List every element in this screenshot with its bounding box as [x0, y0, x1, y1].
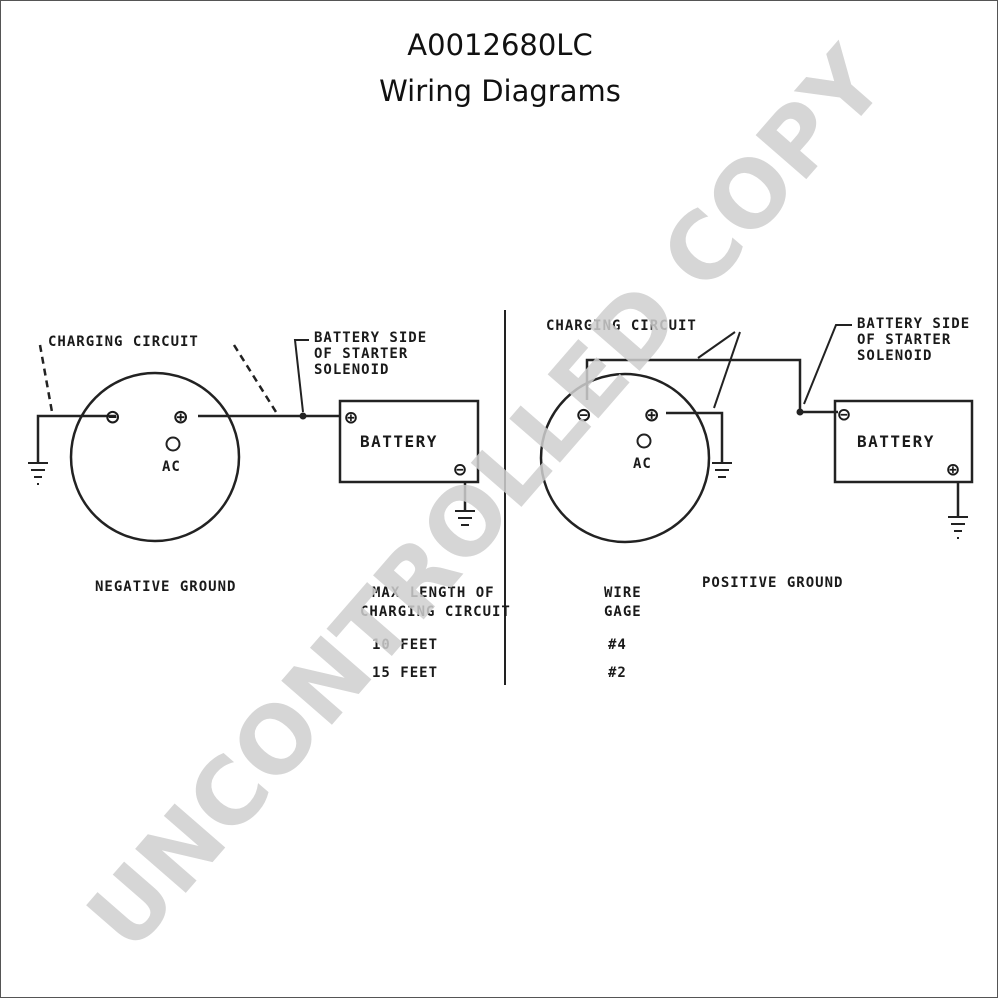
neg-solenoid-label-line2: OF STARTER [314, 346, 408, 362]
table-row-1-length: 10 FEET [372, 637, 438, 653]
page-subtitle: Wiring Diagrams [379, 74, 621, 108]
neg-battery-label: BATTERY [360, 432, 438, 451]
pos-alternator-circle [539, 372, 711, 544]
pos-battery-positive-icon: ⊕ [947, 457, 961, 481]
table-row-2-gage: #2 [608, 665, 627, 681]
neg-solenoid-leader [293, 339, 309, 413]
pos-ac-terminal-icon [636, 433, 652, 449]
neg-alternator-circle [69, 371, 241, 543]
neg-ac-terminal-icon [165, 436, 181, 452]
pos-battery-box [833, 399, 974, 484]
neg-charging-leader-right [232, 344, 278, 413]
negative-ground-caption: NEGATIVE GROUND [95, 579, 236, 595]
pos-charging-wire [585, 358, 802, 410]
table-col2-header-line2: GAGE [604, 604, 642, 620]
pos-solenoid-label-line3: SOLENOID [857, 348, 932, 364]
neg-battery-box [338, 399, 480, 484]
neg-solenoid-label-line3: SOLENOID [314, 362, 389, 378]
pos-alt-ground-wire [666, 411, 724, 462]
pos-battery-ground-symbol [948, 516, 968, 539]
neg-ac-label: AC [162, 459, 181, 475]
neg-charging-leader-left [38, 344, 54, 413]
positive-ground-diagram: CHARGING CIRCUIT BATTERY SIDE OF STARTER… [539, 316, 974, 591]
uncontrolled-copy-watermark: UNCONTROLLED COPY [67, 28, 906, 971]
pos-alt-ground-symbol [712, 462, 732, 478]
negative-ground-diagram: CHARGING CIRCUIT BATTERY SIDE OF STARTER… [28, 330, 480, 595]
pos-charging-leader-a [697, 331, 736, 359]
table-col1-header-line2: CHARGING CIRCUIT [360, 604, 511, 620]
table-col2-header-line1: WIRE [604, 585, 642, 601]
table-col1-header-line1: MAX LENGTH OF [372, 585, 495, 601]
neg-battery-positive-icon: ⊕ [345, 405, 359, 429]
neg-charging-circuit-label: CHARGING CIRCUIT [48, 334, 199, 350]
neg-alt-ground-wire [36, 414, 116, 462]
positive-ground-caption: POSITIVE GROUND [702, 575, 843, 591]
neg-battery-ground-symbol [455, 510, 475, 526]
pos-battery-negative-icon: ⊖ [838, 402, 852, 426]
pos-battery-label: BATTERY [857, 432, 935, 451]
neg-solenoid-node [299, 412, 307, 420]
neg-alt-ground-symbol [28, 462, 48, 485]
pos-ac-label: AC [633, 456, 652, 472]
pos-alt-positive-terminal-icon: ⊕ [645, 403, 660, 428]
neg-battery-negative-icon: ⊖ [454, 457, 468, 481]
table-row-2-length: 15 FEET [372, 665, 438, 681]
pos-charging-leader-b [713, 331, 741, 409]
neg-alt-positive-terminal-icon: ⊕ [174, 405, 189, 430]
pos-solenoid-leader [803, 324, 852, 405]
wire-gage-table: MAX LENGTH OF CHARGING CIRCUIT WIRE GAGE… [360, 585, 642, 681]
part-number-title: A0012680LC [407, 28, 593, 62]
pos-charging-circuit-label: CHARGING CIRCUIT [546, 318, 697, 334]
pos-solenoid-label-line2: OF STARTER [857, 332, 951, 348]
neg-alt-negative-terminal-icon: ⊖ [106, 405, 121, 430]
neg-solenoid-label-line1: BATTERY SIDE [314, 330, 427, 346]
pos-alt-negative-terminal-icon: ⊖ [577, 403, 592, 428]
pos-solenoid-label-line1: BATTERY SIDE [857, 316, 970, 332]
table-row-1-gage: #4 [608, 637, 627, 653]
